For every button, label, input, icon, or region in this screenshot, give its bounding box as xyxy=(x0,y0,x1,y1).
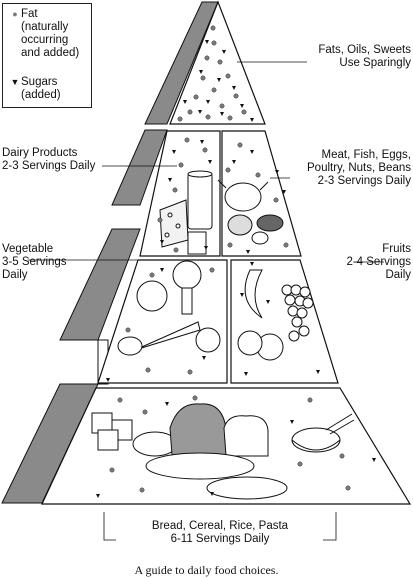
yogurt-cup xyxy=(187,231,207,255)
tomato xyxy=(195,327,221,353)
leader-lines xyxy=(28,61,384,541)
label-line: Bread, Cereal, Rice, Pasta xyxy=(151,520,289,532)
sugar-triangle-icon: ▼ xyxy=(10,77,20,87)
sugar-markers xyxy=(96,40,376,498)
legend-fat-item: ● Fat (naturally occurring and added) xyxy=(9,8,79,60)
label-line: Vegetable xyxy=(2,243,54,255)
eggs xyxy=(251,231,269,245)
label-fats-oils-sweets: Fats, Oils, Sweets Use Sparingly xyxy=(318,44,411,70)
potato xyxy=(117,336,143,356)
legend-box: ● Fat (naturally occurring and added) ▼ … xyxy=(2,3,92,108)
fat-dot-icon: ● xyxy=(12,9,18,19)
label-line: Use Sparingly xyxy=(339,57,411,69)
sliced-bread xyxy=(223,415,269,457)
legend-fat-label-line: and added) xyxy=(21,47,80,59)
label-meat: Meat, Fish, Eggs, Poultry, Nuts, Beans 2… xyxy=(307,149,411,188)
food-illustrations xyxy=(91,170,355,500)
legend-fat-label-line: Fat xyxy=(21,8,38,20)
label-line: Meat, Fish, Eggs, xyxy=(321,149,411,161)
label-line: 3-5 Servings xyxy=(2,256,67,268)
milk-glass xyxy=(187,172,213,230)
cabbage xyxy=(136,280,168,312)
legend-fat-label-line: occurring xyxy=(21,34,69,46)
roast-chicken xyxy=(224,182,262,212)
label-fruits: Fruits 2-4 Servings Daily xyxy=(346,243,411,282)
carrot xyxy=(134,321,201,351)
label-dairy: Dairy Products 2-3 Servings Daily xyxy=(2,147,95,173)
label-line: 2-3 Servings Daily xyxy=(2,160,96,172)
baguette xyxy=(145,452,255,480)
figure-caption: A guide to daily food choices. xyxy=(134,563,279,577)
chopsticks xyxy=(325,413,355,435)
legend-sugar-item: ▼ Sugars (added) xyxy=(9,76,61,102)
legend-fat-label-line: (naturally xyxy=(21,21,69,33)
pear xyxy=(237,330,263,356)
nuts-pile xyxy=(227,214,253,236)
legend-sugar-label-line: (added) xyxy=(21,89,61,101)
grapes-bunch xyxy=(281,284,314,342)
label-bread-cereal: Bread, Cereal, Rice, Pasta 6-11 Servings… xyxy=(110,520,330,546)
pyramid-side-faces xyxy=(1,1,219,504)
label-line: Poultry, Nuts, Beans xyxy=(307,162,411,174)
label-line: Daily xyxy=(2,269,28,281)
legend-sugar-label-line: Sugars xyxy=(21,76,58,88)
label-line: 2-3 Servings Daily xyxy=(317,175,411,187)
fat-markers xyxy=(109,25,351,493)
label-line: Fats, Oils, Sweets xyxy=(318,44,411,56)
label-line: Fruits xyxy=(382,243,411,255)
label-line: 2-4 Servings xyxy=(346,256,411,268)
banana xyxy=(244,269,263,319)
label-vegetable: Vegetable 3-5 Servings Daily xyxy=(2,243,67,282)
label-line: Dairy Products xyxy=(2,147,78,159)
broccoli xyxy=(172,260,202,290)
meat-steak xyxy=(256,214,284,232)
bread-loaf xyxy=(169,403,227,456)
pasta-plate xyxy=(206,476,288,500)
label-line: 6-11 Servings Daily xyxy=(170,533,270,545)
label-line: Daily xyxy=(385,269,411,281)
tier-fats xyxy=(169,0,266,125)
